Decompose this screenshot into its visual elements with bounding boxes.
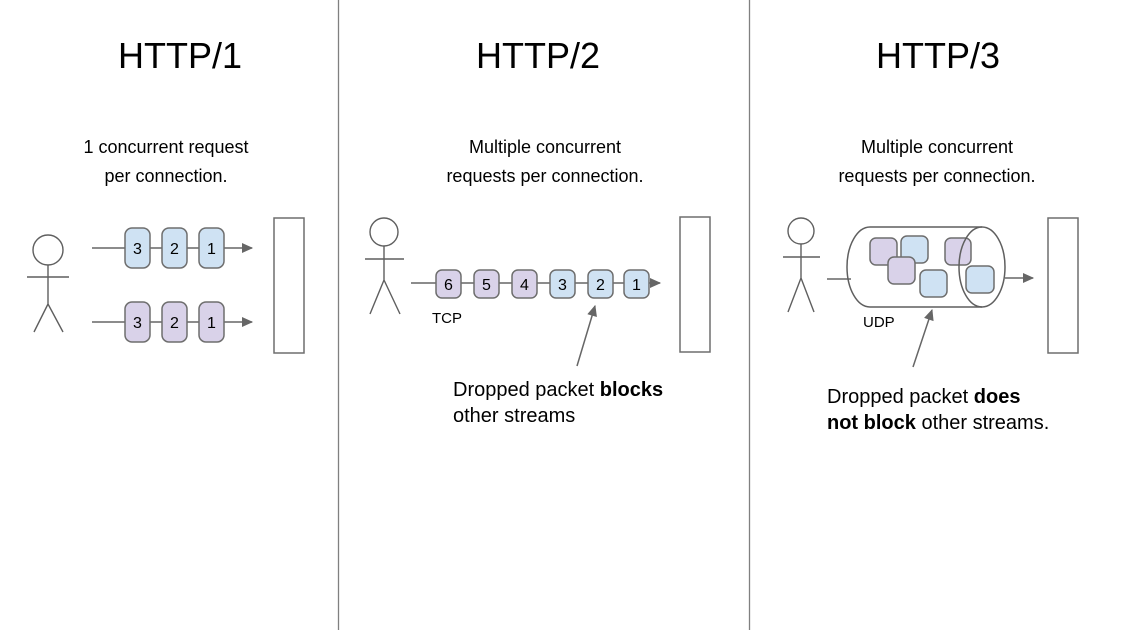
annotation-line: Dropped packet does xyxy=(827,384,1097,410)
http3-dropped-packet-pointer-arrow xyxy=(912,308,934,368)
packet xyxy=(435,269,462,299)
http3-server-box xyxy=(1047,217,1079,354)
packet xyxy=(511,269,538,299)
packet-label: 3 xyxy=(133,241,142,258)
packet-label: 4 xyxy=(520,277,529,294)
packet xyxy=(919,269,948,298)
annotation-text: Dropped packet xyxy=(827,386,974,408)
tcp-label: TCP xyxy=(432,310,462,327)
figure-body xyxy=(783,244,820,313)
packet-label: 5 xyxy=(482,277,491,294)
annotation-line: not block other streams. xyxy=(827,410,1097,436)
http1-subtitle: 1 concurrent request per connection. xyxy=(83,137,249,186)
packet-label: 2 xyxy=(170,241,179,258)
packet xyxy=(944,237,972,266)
packet xyxy=(473,269,500,299)
figure-head xyxy=(32,234,64,266)
http3-client-stick-figure xyxy=(783,217,820,313)
packet xyxy=(587,269,614,299)
packet xyxy=(124,227,151,269)
annotation-line: other streams xyxy=(453,405,576,427)
packet xyxy=(198,227,225,269)
packet-label: 1 xyxy=(207,315,216,332)
http2-annotation: Dropped packet blocks other streams xyxy=(453,377,703,429)
http1-request-row-2: 3 2 1 xyxy=(92,301,254,343)
packet-label: 6 xyxy=(444,277,453,294)
http3-udp-tunnel xyxy=(846,226,1006,308)
figure-head xyxy=(787,217,815,245)
figure-body xyxy=(27,265,69,333)
packet xyxy=(161,227,188,269)
packet xyxy=(623,269,650,299)
packet xyxy=(124,301,151,343)
http2-request-stream: 6 5 4 3 2 1 xyxy=(411,269,662,299)
http1-client-stick-figure xyxy=(27,234,69,333)
packet-label: 2 xyxy=(596,277,605,294)
annotation-bold-text: does xyxy=(973,386,1021,408)
http3-subtitle: Multiple concurrent requests per connect… xyxy=(838,137,1036,186)
annotation-text: other streams. xyxy=(915,412,1050,434)
http1-server-box xyxy=(273,217,305,354)
packet-label: 1 xyxy=(632,277,641,294)
packet-label: 3 xyxy=(558,277,567,294)
http3-annotation: Dropped packet does not block other stre… xyxy=(827,384,1097,436)
figure-head xyxy=(369,217,399,247)
packet-label: 2 xyxy=(170,315,179,332)
tunnel-body xyxy=(846,226,982,308)
packet-label: 3 xyxy=(133,315,142,332)
packet-label: 1 xyxy=(207,241,216,258)
http2-subtitle: Multiple concurrent requests per connect… xyxy=(446,137,644,186)
udp-label: UDP xyxy=(863,314,895,331)
http2-title: HTTP/2 xyxy=(475,35,600,76)
http1-request-row-1: 3 2 1 xyxy=(92,227,254,269)
http2-server-box xyxy=(679,216,711,353)
http2-client-stick-figure xyxy=(365,217,404,315)
annotation-text: Dropped packet xyxy=(453,379,600,401)
packet xyxy=(965,265,995,294)
annotation-bold-text: not block xyxy=(827,412,916,434)
http2-dropped-packet-pointer-arrow xyxy=(576,304,597,367)
annotation-line: Dropped packet blocks xyxy=(453,377,703,403)
tunnel-opening xyxy=(958,226,1006,308)
packet xyxy=(161,301,188,343)
packet xyxy=(549,269,576,299)
packet xyxy=(198,301,225,343)
figure-body xyxy=(365,246,404,315)
packet xyxy=(887,256,916,285)
annotation-bold-text: blocks xyxy=(599,379,664,401)
http1-title: HTTP/1 xyxy=(117,35,242,76)
http3-title: HTTP/3 xyxy=(875,35,1000,76)
